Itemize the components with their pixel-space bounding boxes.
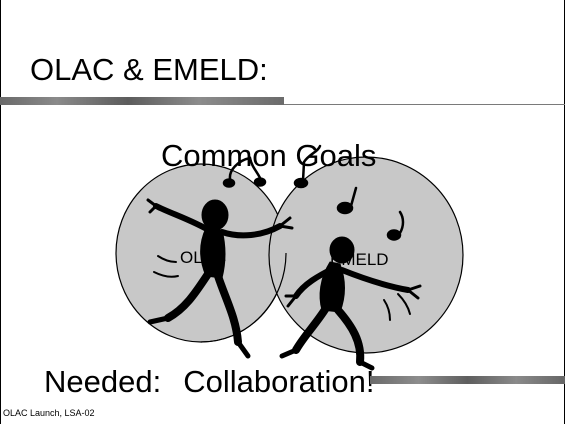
needed-value: Collaboration! bbox=[183, 364, 375, 399]
music-note-icon bbox=[293, 144, 322, 189]
dancing-figure-icon bbox=[146, 198, 294, 359]
music-note-icon bbox=[386, 210, 405, 241]
dancing-figure-icon bbox=[279, 236, 422, 371]
needed-label: Needed: bbox=[44, 364, 162, 399]
music-note-icon bbox=[222, 156, 267, 188]
circle-label-olac: OLAC bbox=[180, 248, 227, 267]
slide-title: OLAC & EMELD: bbox=[30, 52, 268, 87]
needed-line: Needed: Collaboration! bbox=[44, 364, 375, 400]
title-rule-thin bbox=[284, 104, 565, 105]
circle-label-emeld: EMELD bbox=[330, 250, 389, 269]
frame-left-line bbox=[0, 0, 1, 424]
bottom-rule bbox=[370, 376, 565, 384]
slide-footer: OLAC Launch, LSA-02 bbox=[3, 408, 95, 418]
title-rule bbox=[0, 97, 284, 105]
music-note-icon bbox=[336, 186, 358, 215]
circle-emeld bbox=[268, 156, 464, 354]
subtitle: Common Goals bbox=[161, 138, 377, 173]
